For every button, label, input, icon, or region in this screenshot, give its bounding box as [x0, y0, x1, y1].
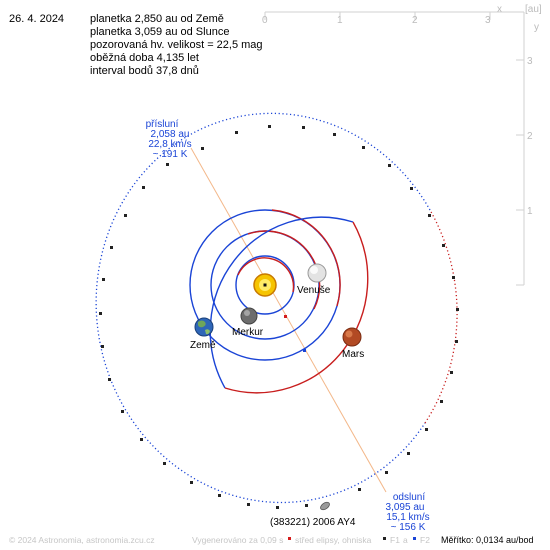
y-tick-1: 1 [527, 206, 533, 217]
axis-unit: [au] [525, 4, 542, 15]
aphelion-title: odsluní [393, 492, 425, 503]
perihelion-temperature: ~ 191 K [153, 149, 188, 160]
info-header: 26. 4. 2024 planetka 2,850 au od Země pl… [9, 13, 263, 77]
scale-text: Měřítko: 0,0134 au/bod [441, 535, 534, 545]
mars-label: Mars [342, 349, 364, 360]
asteroid-orbit-blue [95, 112, 431, 504]
y-tick-2: 2 [527, 131, 533, 142]
copyright-text: © 2024 Astronomia, astronomia.zcu.cz [9, 535, 155, 545]
y-tick-3: 3 [527, 56, 533, 67]
aphelion-distance: 3,095 au [386, 502, 425, 513]
focus-f2-marker [303, 349, 306, 352]
legend-f1-text: F1 [390, 535, 400, 545]
line-of-apsides [190, 147, 387, 493]
legend-and-text: a [403, 535, 408, 545]
orbit-mercury-red [237, 257, 295, 293]
mars [342, 327, 362, 347]
asteroid-orbit-points [99, 125, 459, 509]
x-tick-1: 1 [337, 15, 343, 26]
ellipse-center-marker [284, 315, 287, 318]
date-label: 26. 4. 2024 [9, 13, 64, 25]
x-tick-0: 0 [262, 15, 268, 26]
perihelion-title: přísluní [146, 119, 179, 130]
venus-label: Venuše [297, 285, 331, 296]
legend-f2-text: F2 [420, 535, 430, 545]
perihelion-distance: 2,058 au [151, 129, 190, 140]
info-line-period: oběžná doba 4,135 let [90, 52, 199, 64]
axes: 0 1 2 3 x [au] 3 2 1 y [262, 4, 542, 286]
legend-f2-swatch [413, 537, 416, 540]
aphelion-temperature: ~ 156 K [391, 522, 426, 533]
orbit-earth-red [271, 209, 341, 307]
aphelion-note: odsluní 3,095 au 15,1 km/s ~ 156 K [386, 492, 430, 533]
orbit-mars-red [224, 221, 369, 394]
legend-center-swatch [288, 537, 291, 540]
x-axis-name: x [497, 4, 502, 15]
asteroid-name: (383221) 2006 AY4 [270, 517, 356, 528]
orbit-venus-red [247, 230, 321, 310]
venus [307, 263, 327, 283]
sun [253, 273, 277, 297]
asteroid-marker [320, 501, 330, 511]
footer: © 2024 Astronomia, astronomia.zcu.cz Vyg… [9, 535, 534, 545]
mercury [240, 307, 258, 325]
asteroid-orbit [95, 112, 459, 509]
aphelion-speed: 15,1 km/s [386, 512, 429, 523]
legend-f1-swatch [383, 537, 386, 540]
earth [194, 317, 214, 337]
mercury-label: Merkur [232, 327, 264, 338]
info-line-earth-distance: planetka 2,850 au od Země [90, 13, 224, 25]
legend-center-text: střed elipsy, ohniska [295, 535, 372, 545]
info-line-magnitude: pozorovaná hv. velikost = 22,5 mag [90, 39, 263, 51]
y-axis-name: y [534, 22, 539, 33]
info-line-interval: interval bodů 37,8 dnů [90, 65, 199, 77]
x-tick-2: 2 [412, 15, 418, 26]
perihelion-note: přísluní 2,058 au 22,8 km/s ~ 191 K [146, 119, 192, 160]
x-tick-3: 3 [485, 15, 491, 26]
info-line-sun-distance: planetka 3,059 au od Slunce [90, 26, 229, 38]
orbit-mars-blue [209, 216, 354, 389]
earth-label: Země [190, 340, 216, 351]
generated-time: Vygenerováno za 0,09 s [192, 535, 283, 545]
planet-orbits [189, 209, 369, 394]
asteroid-orbit-red [424, 209, 458, 424]
perihelion-speed: 22,8 km/s [148, 139, 191, 150]
